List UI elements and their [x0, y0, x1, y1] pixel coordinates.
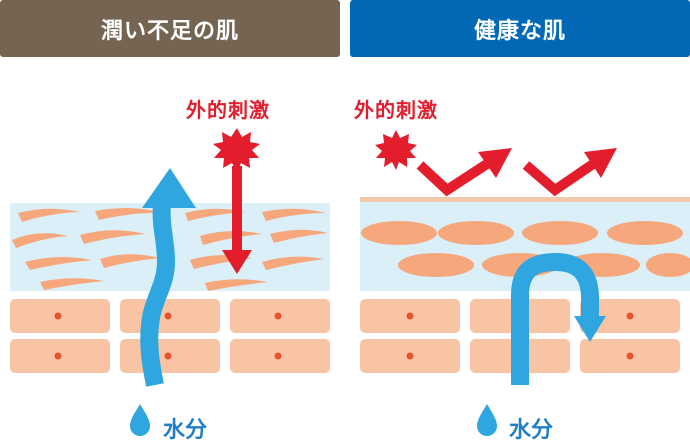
healthy-skin-cells	[360, 299, 680, 373]
header-healthy-skin: 健康な肌	[350, 0, 690, 57]
header-dry-skin-title: 潤い不足の肌	[100, 18, 239, 44]
burst-icon	[375, 130, 417, 170]
dry-skin-cells	[10, 299, 330, 373]
header-dry-skin: 潤い不足の肌	[0, 0, 340, 57]
stimulus-down-arrow	[222, 166, 252, 274]
water-drop-icon	[130, 404, 150, 436]
water-retain-arrow	[511, 252, 606, 385]
water-drop-icon	[477, 404, 497, 436]
stimulus-label-right: 外的刺激	[354, 98, 438, 122]
burst-icon	[213, 128, 260, 172]
stimulus-bounce-arrow-1	[416, 148, 512, 197]
header-healthy-skin-title: 健康な肌	[473, 18, 566, 44]
stimulus-label-left: 外的刺激	[186, 98, 270, 122]
water-escape-arrow	[140, 168, 196, 387]
stimulus-bounce-arrow-2	[522, 148, 617, 197]
moisture-label-left: 水分	[163, 418, 208, 443]
moisture-label-right: 水分	[509, 418, 554, 443]
